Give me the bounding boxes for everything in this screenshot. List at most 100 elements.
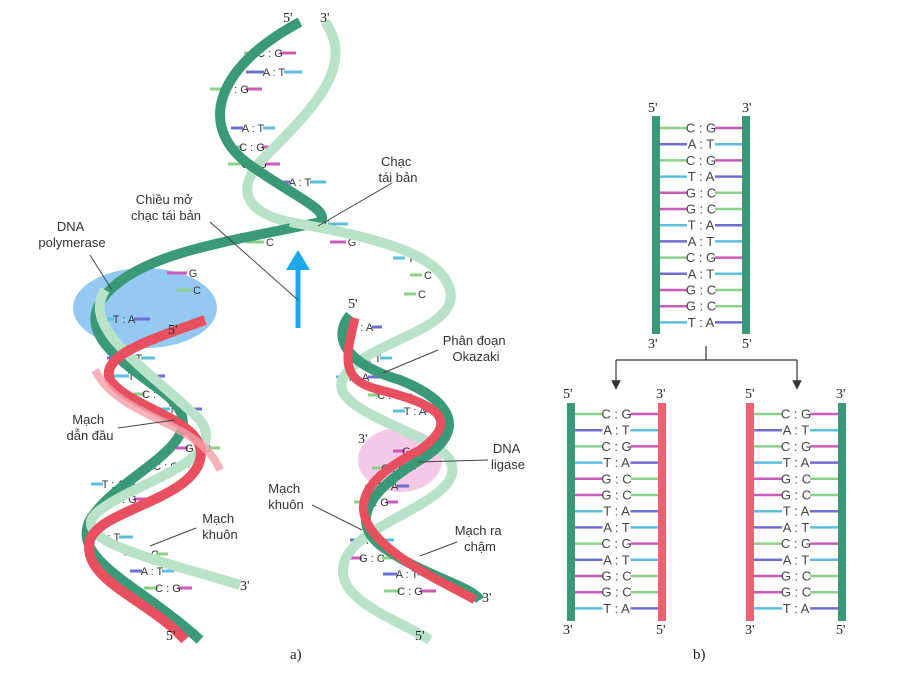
parent-pair: A : T (660, 137, 742, 152)
direction-label: Chiều mở chạc tái bản (131, 192, 201, 223)
base-pair-label: C (193, 285, 201, 297)
daughter-left-pair: A : T (575, 423, 658, 438)
panel-a: C : GA : TC : GA : TC : GC : GA : TA : T… (38, 11, 525, 663)
base-pair-label: C : G (781, 407, 811, 422)
base-pair-label: C : G (155, 583, 181, 595)
daughter-right-pair: G : C (754, 471, 838, 486)
base-pair-label: T : A (603, 601, 630, 616)
daughter-right-top-5-prime: 5' (745, 387, 755, 402)
base-pair-label: A : T (141, 566, 164, 578)
base-pair-label: C : G (686, 250, 716, 265)
lagging-label: Mạch ra chậm (455, 523, 506, 554)
base-pair-label: G : C (686, 202, 716, 217)
top-pair: A : T (246, 67, 302, 79)
base-pair-label: C : G (781, 536, 811, 551)
parent-pairs: C : GA : TC : GT : AG : CG : CT : AA : T… (660, 121, 742, 330)
daughter-left-pairs: C : GA : TC : GT : AG : CG : CT : AA : T… (575, 407, 658, 616)
parent-right-strand (742, 116, 750, 334)
left-pair: A : T (130, 566, 174, 578)
base-pair-label: T : A (603, 504, 630, 519)
right-pair: C (410, 270, 432, 282)
base-pair-label: C : G (601, 536, 631, 551)
base-pair-label: C : G (397, 586, 423, 598)
daughter-left-pair: T : A (575, 455, 658, 470)
base-pair-label: A : T (688, 266, 715, 281)
base-pair-label: G : C (601, 471, 631, 486)
left-new-strand-pale (91, 368, 224, 472)
daughter-left-pair: T : A (575, 504, 658, 519)
base-pair-label: C : G (686, 121, 716, 136)
base-pair-label: C (424, 270, 432, 282)
base-pair-label: G : C (686, 185, 716, 200)
daughter-left-pair: G : C (575, 569, 658, 584)
parent-top-5-prime: 5' (648, 101, 658, 116)
daughter-right-pair: T : A (754, 504, 838, 519)
daughter-right-pair: C : G (754, 407, 838, 422)
daughter-right-pair: G : C (754, 569, 838, 584)
base-pair-label: C (266, 237, 274, 249)
base-pair-label: T : A (688, 169, 715, 184)
right-light-strand (289, 217, 458, 645)
base-pair-label: C : G (601, 407, 631, 422)
base-pair-label: A : T (783, 423, 810, 438)
base-pair-label: A : T (289, 177, 312, 189)
right-bottom-5-prime: 5' (415, 629, 425, 644)
panel-b: C : GA : TC : GT : AG : CG : CT : AA : T… (563, 101, 846, 663)
base-pair-label: A : T (603, 423, 630, 438)
base-pair-label: A : T (688, 234, 715, 249)
daughter-right-bottom-3-prime: 3' (745, 623, 755, 638)
fork-label: Chạc tái bản (378, 154, 417, 185)
polymerase-leader (89, 254, 113, 291)
daughter-right-pair: T : A (754, 455, 838, 470)
base-pair-label: T : A (688, 315, 715, 330)
right-pair: C (246, 237, 274, 249)
daughter-right-pair: C : G (754, 536, 838, 551)
daughter-right-pair: C : G (754, 439, 838, 454)
parent-pair: C : G (660, 153, 742, 168)
parent-top-3-prime: 3' (742, 101, 752, 116)
leading-leader (117, 419, 176, 429)
left-pair: C (177, 285, 201, 297)
parent-pair: A : T (660, 266, 742, 281)
parent-left-strand (652, 116, 660, 334)
daughter-right-pair: G : C (754, 488, 838, 503)
template-right-leader (311, 504, 363, 531)
top-strand-dark (215, 17, 327, 226)
base-pair-label: G : C (781, 569, 811, 584)
daughter-left-pair: G : C (575, 488, 658, 503)
base-pair-label: A : T (688, 137, 715, 152)
top-5-prime: 5' (283, 11, 293, 26)
right-arm-3-prime: 3' (358, 432, 368, 447)
base-pair-label: G : C (601, 585, 631, 600)
daughter-left-bottom-5-prime: 5' (656, 623, 666, 638)
parent-pair: G : C (660, 202, 742, 217)
okazaki-label: Phân đoạn Okazaki (443, 333, 510, 364)
base-pair-label: G : C (781, 488, 811, 503)
left-bottom-5-prime: 5' (166, 629, 176, 644)
base-pair-label: G : C (781, 585, 811, 600)
right-pair: T (393, 253, 415, 265)
daughter-left-top-5-prime: 5' (563, 387, 573, 402)
base-pair-label: T : A (603, 455, 630, 470)
polymerase-label: DNA polymerase (38, 219, 105, 250)
parent-pair: C : G (660, 250, 742, 265)
base-pair-label: C : G (781, 439, 811, 454)
daughter-right-bottom-5-prime: 5' (836, 623, 846, 638)
base-pair-label: G : C (359, 553, 385, 565)
daughter-right-pairs: C : GA : TC : GT : AG : CG : CT : AA : T… (754, 407, 838, 616)
base-pair-label: G : C (601, 569, 631, 584)
daughter-right-pair: A : T (754, 423, 838, 438)
base-pair-label: C (418, 289, 426, 301)
parent-pair: T : A (660, 218, 742, 233)
template-left-leader (149, 527, 197, 547)
right-bottom-3-prime: 3' (482, 591, 492, 606)
top-3-prime: 3' (320, 11, 330, 26)
daughter-left-top-3-prime: 3' (656, 387, 666, 402)
daughter-left-pair: C : G (575, 536, 658, 551)
split-connector (616, 346, 797, 361)
daughter-left-pair: G : C (575, 471, 658, 486)
parent-pair: C : G (660, 121, 742, 136)
